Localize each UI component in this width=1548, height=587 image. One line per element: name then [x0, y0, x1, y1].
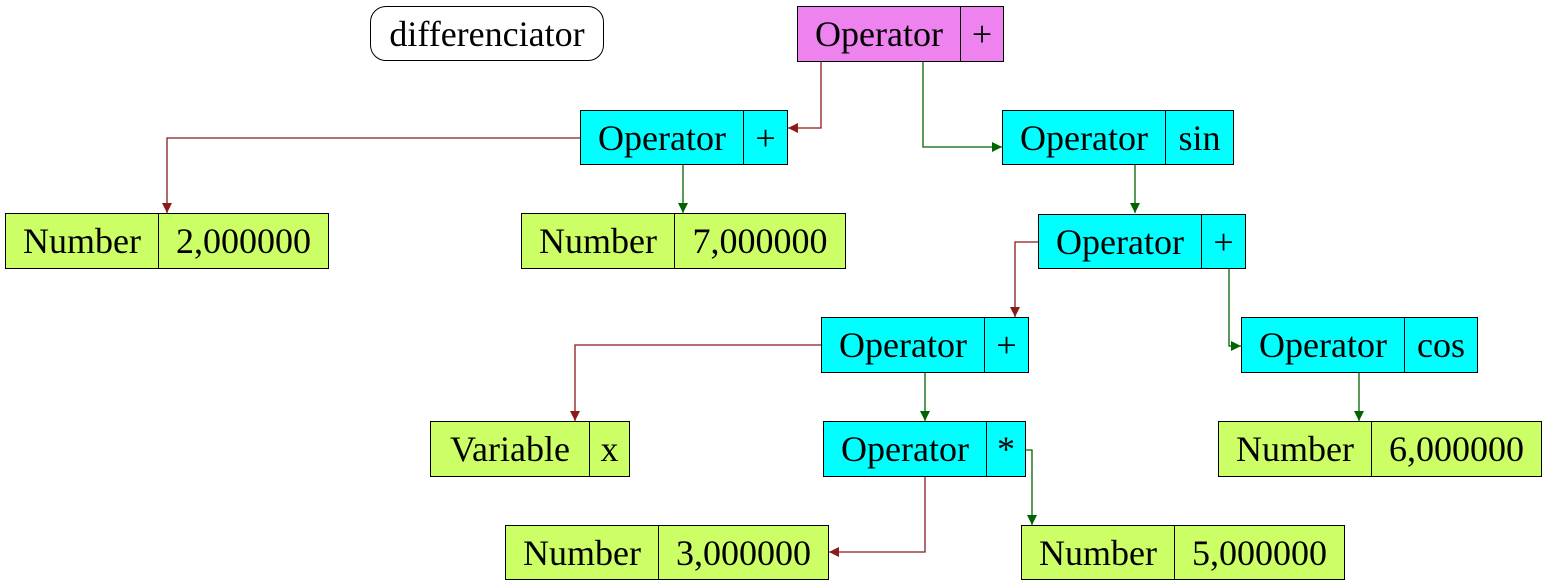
- node-value: +: [743, 111, 787, 164]
- node-value: +: [1201, 215, 1245, 268]
- node-type: Operator: [1056, 221, 1184, 262]
- tree-node-leaf: Number 6,000000: [1218, 421, 1542, 477]
- node-value: *: [986, 422, 1025, 476]
- node-type: Number: [23, 221, 141, 261]
- edge-n1-n3: [162, 137, 580, 213]
- tree-node-leaf: Variable x: [430, 421, 630, 477]
- node-type: Operator: [598, 117, 726, 158]
- tree-node-root: Operator +: [797, 6, 1004, 62]
- node-value: 3,000000: [658, 526, 828, 579]
- tree-node-leaf: Number 7,000000: [521, 213, 846, 269]
- tree-node-operator: Operator *: [823, 421, 1026, 477]
- node-type: Operator: [815, 14, 943, 54]
- node-type: Number: [523, 532, 641, 573]
- edge-n5-n6: [1010, 241, 1038, 317]
- node-type: Number: [1039, 532, 1157, 573]
- node-type: Operator: [839, 325, 967, 365]
- tree-node-operator: Operator +: [1038, 214, 1246, 269]
- node-value: 2,000000: [158, 214, 328, 268]
- node-value: +: [960, 7, 1003, 61]
- edge-n0-n1: [788, 62, 822, 133]
- tree-node-leaf: Number 2,000000: [5, 213, 329, 269]
- edge-n9-n11: [829, 477, 926, 557]
- edge-n6-n8: [570, 344, 821, 421]
- tree-node-operator: Operator cos: [1241, 317, 1478, 373]
- tree-node-leaf: Number 5,000000: [1021, 525, 1345, 580]
- tree-node-operator: Operator +: [580, 110, 788, 165]
- edge-n9-n12: [1026, 449, 1037, 525]
- node-type: Operator: [841, 429, 969, 469]
- node-value: x: [589, 422, 629, 476]
- edge-n5-n7: [1228, 269, 1241, 351]
- diagram-title: differenciator: [370, 6, 604, 61]
- edge-n0-n2: [922, 62, 1002, 152]
- node-value: sin: [1165, 111, 1233, 164]
- node-value: 7,000000: [674, 214, 845, 268]
- node-type: Operator: [1020, 117, 1148, 158]
- node-value: cos: [1404, 318, 1477, 372]
- tree-node-operator: Operator sin: [1002, 110, 1234, 165]
- node-type: Number: [1236, 429, 1354, 469]
- tree-node-operator: Operator +: [821, 317, 1029, 373]
- node-value: +: [984, 318, 1028, 372]
- node-value: 6,000000: [1371, 422, 1541, 476]
- node-type: Variable: [450, 429, 570, 469]
- tree-node-leaf: Number 3,000000: [505, 525, 829, 580]
- node-type: Operator: [1259, 325, 1387, 365]
- node-type: Number: [539, 221, 657, 261]
- node-value: 5,000000: [1174, 526, 1344, 579]
